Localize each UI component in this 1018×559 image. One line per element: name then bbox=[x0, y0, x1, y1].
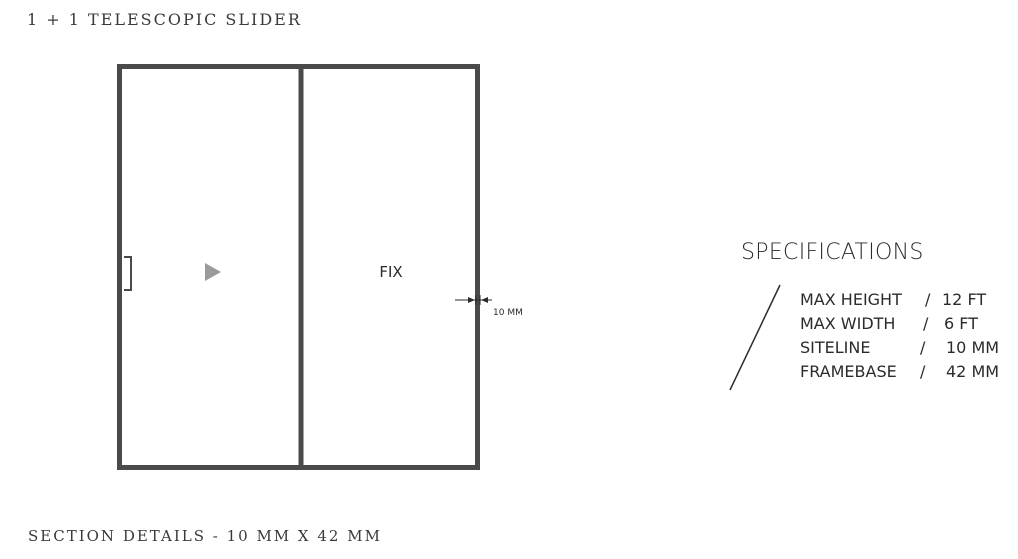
decorative-slash bbox=[729, 284, 781, 391]
fixed-panel-label: FIX bbox=[379, 263, 402, 281]
spec-row-max-width: MAX WIDTH / 6 FT bbox=[800, 314, 1015, 336]
spec-label: SITELINE bbox=[800, 338, 871, 357]
spec-separator: / bbox=[920, 362, 926, 381]
spec-row-max-height: MAX HEIGHT / 12 FT bbox=[800, 290, 1015, 312]
spec-row-siteline: SITELINE / 10 MM bbox=[800, 338, 1015, 360]
handle-icon bbox=[124, 256, 132, 291]
section-details-caption: SECTION DETAILS - 10 MM X 42 MM bbox=[28, 527, 382, 545]
spec-value: 42 MM bbox=[946, 362, 1000, 381]
spec-separator: / bbox=[925, 290, 931, 309]
spec-value: 6 FT bbox=[944, 314, 978, 333]
page-title: 1 + 1 TELESCOPIC SLIDER bbox=[27, 10, 302, 29]
dimension-arrow-left-icon bbox=[468, 297, 475, 303]
spec-value: 12 FT bbox=[942, 290, 987, 309]
spec-row-framebase: FRAMEBASE / 42 MM bbox=[800, 362, 1015, 384]
spec-separator: / bbox=[923, 314, 929, 333]
slide-direction-arrow-icon bbox=[205, 263, 221, 281]
spec-label: MAX HEIGHT bbox=[800, 290, 902, 309]
dimension-label: 10 MM bbox=[493, 308, 523, 318]
spec-label: MAX WIDTH bbox=[800, 314, 896, 333]
spec-separator: / bbox=[920, 338, 926, 357]
dimension-arrow-right-icon bbox=[481, 297, 488, 303]
spec-value: 10 MM bbox=[946, 338, 1000, 357]
spec-label: FRAMEBASE bbox=[800, 362, 897, 381]
specifications-title: SPECIFICATIONS bbox=[741, 240, 924, 265]
